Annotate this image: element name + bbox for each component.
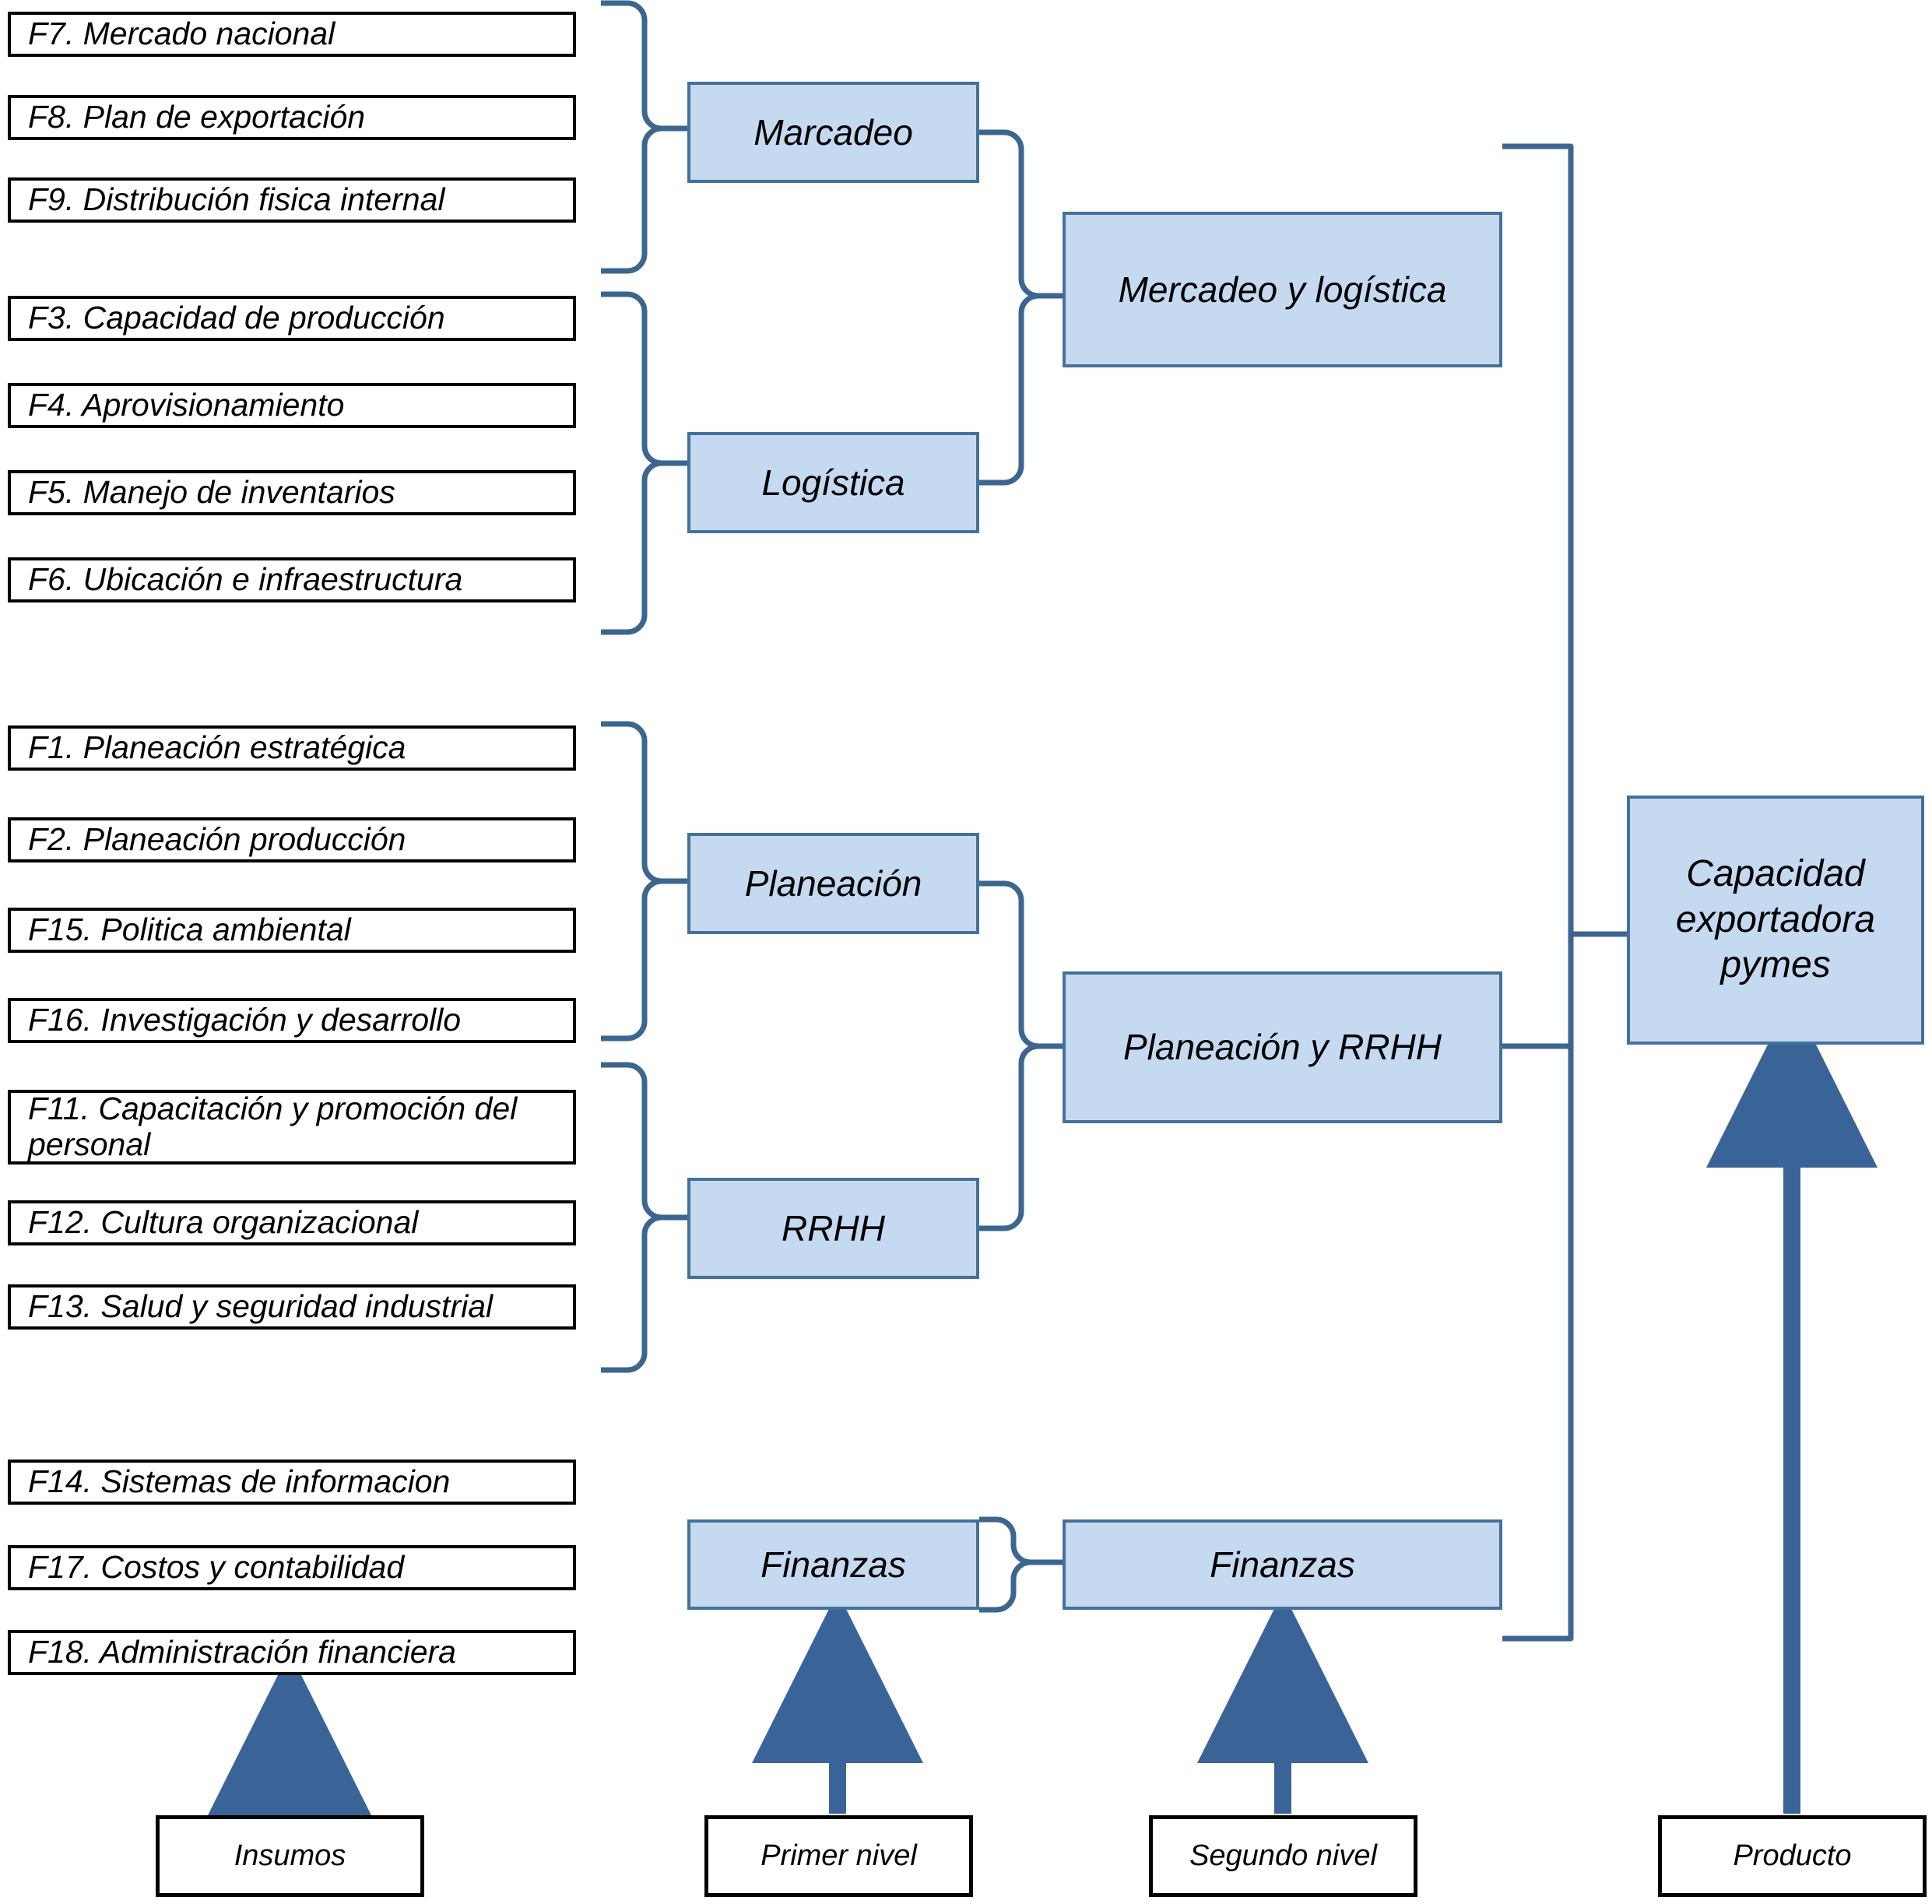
legend-label: Insumos (234, 1839, 346, 1872)
input-label: F12. Cultura organizacional (28, 1204, 419, 1241)
second-level-planeacion-rrhh: Planeación y RRHH (1063, 971, 1502, 1123)
legend-label: Primer nivel (761, 1839, 917, 1872)
input-label: F8. Plan de exportación (28, 99, 366, 135)
input-label: F4. Aprovisionamiento (28, 387, 345, 423)
legend-producto: Producto (1658, 1815, 1927, 1897)
node-label: Finanzas (761, 1544, 906, 1585)
input-label: F11. Capacitación y promoción del person… (28, 1091, 518, 1162)
product-capacidad-exportadora-pymes: Capacidad exportadora pymes (1627, 796, 1924, 1045)
node-label: Planeación y RRHH (1122, 1027, 1442, 1068)
node-label: RRHH (782, 1207, 885, 1249)
bracket-mercadeo-logistica (979, 129, 1063, 299)
input-label: F7. Mercado nacional (28, 16, 335, 52)
input-label: F14. Sistemas de informacion (28, 1463, 451, 1500)
input-label: F2. Planeación producción (28, 821, 406, 858)
bracket-planeacion-inputs (601, 721, 687, 884)
input-label: F17. Costos y contabilidad (28, 1549, 405, 1586)
first-level-finanzas: Finanzas (687, 1519, 979, 1610)
input-label: F15. Politica ambiental (28, 912, 351, 948)
input-box-f2: F2. Planeación producción (8, 817, 576, 862)
bracket-logistica-inputs (601, 291, 687, 466)
node-label: Planeación (744, 862, 922, 904)
input-label: F3. Capacidad de producción (28, 300, 445, 336)
bracket-planeacion-rrhh (979, 880, 1063, 1049)
bracket-rrhh-inputs (601, 1062, 687, 1221)
input-box-f18: F18. Administración financiera (8, 1630, 576, 1675)
second-level-mercadeo-logistica: Mercadeo y logística (1063, 212, 1502, 367)
input-box-f13: F13. Salud y seguridad industrial (8, 1284, 576, 1330)
bracket-finanzas (979, 1516, 1063, 1565)
legend-primer-nivel: Primer nivel (704, 1815, 973, 1897)
input-label: F6. Ubicación e infraestructura (28, 561, 463, 598)
input-box-f11: F11. Capacitación y promoción del person… (8, 1090, 576, 1165)
input-label: F16. Investigación y desarrollo (28, 1002, 462, 1038)
node-label: Capacidad exportadora pymes (1675, 853, 1876, 986)
input-box-f9: F9. Distribución fisica internal (8, 177, 576, 223)
input-box-f6: F6. Ubicación e infraestructura (8, 557, 576, 602)
legend-label: Segundo nivel (1189, 1839, 1377, 1872)
first-level-logistica: Logística (687, 432, 979, 533)
input-box-f3: F3. Capacidad de producción (8, 296, 576, 341)
input-box-f16: F16. Investigación y desarrollo (8, 998, 576, 1043)
input-box-f15: F15. Politica ambiental (8, 908, 576, 953)
input-label: F18. Administración financiera (28, 1634, 456, 1670)
input-box-f14: F14. Sistemas de informacion (8, 1460, 576, 1505)
node-label: Finanzas (1210, 1544, 1355, 1585)
input-box-f1: F1. Planeación estratégica (8, 725, 576, 771)
first-level-planeacion: Planeación (687, 833, 979, 934)
node-label: Mercadeo y logística (1118, 269, 1447, 310)
input-box-f17: F17. Costos y contabilidad (8, 1545, 576, 1590)
input-label: F1. Planeación estratégica (28, 729, 406, 766)
second-level-finanzas: Finanzas (1063, 1519, 1502, 1610)
legend-insumos: Insumos (156, 1815, 424, 1897)
trunk-to-product (1502, 143, 1627, 937)
first-level-marcadeo: Marcadeo (687, 82, 979, 183)
input-box-f7: F7. Mercado nacional (8, 12, 576, 57)
legend-segundo-nivel: Segundo nivel (1149, 1815, 1417, 1897)
input-box-f8: F8. Plan de exportación (8, 95, 576, 140)
input-label: F9. Distribución fisica internal (28, 181, 445, 218)
first-level-rrhh: RRHH (687, 1178, 979, 1279)
input-box-f12: F12. Cultura organizacional (8, 1200, 576, 1245)
input-box-f4: F4. Aprovisionamiento (8, 383, 576, 428)
legend-label: Producto (1733, 1839, 1852, 1872)
node-label: Logística (761, 462, 905, 503)
bracket-marcadeo-inputs (601, 0, 687, 132)
node-label: Marcadeo (753, 111, 913, 153)
input-label: F13. Salud y seguridad industrial (28, 1288, 494, 1325)
input-box-f5: F5. Manejo de inventarios (8, 470, 576, 515)
input-label: F5. Manejo de inventarios (28, 474, 395, 511)
